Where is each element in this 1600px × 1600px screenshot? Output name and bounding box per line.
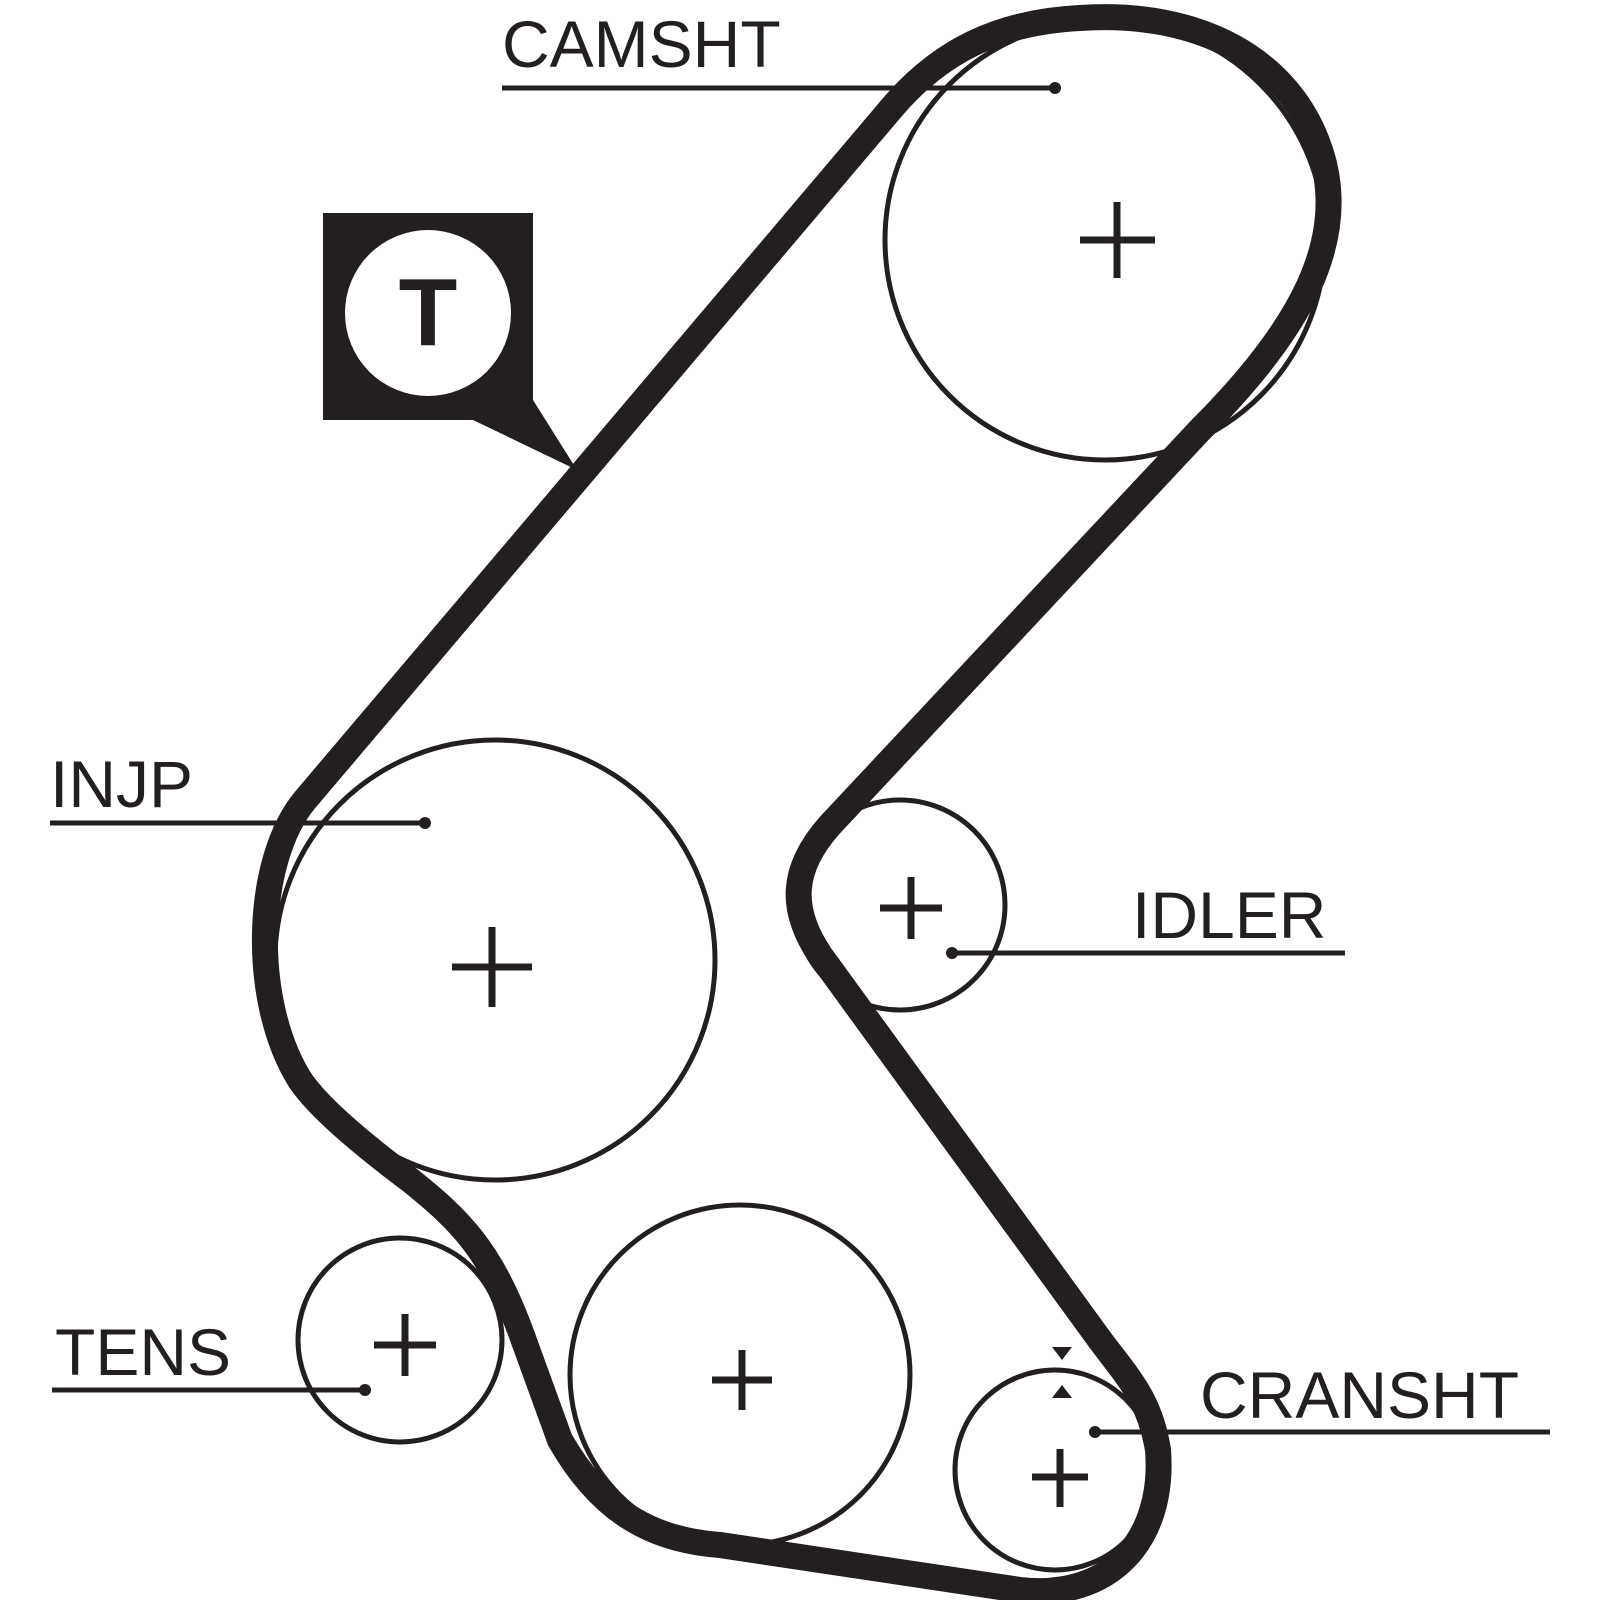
injection-pump-pulley	[272, 737, 718, 1183]
timing-belt-badge-icon: T	[323, 213, 577, 470]
camshaft-leader-line	[502, 82, 1061, 94]
crankshaft-label: CRANSHT	[1200, 1358, 1519, 1432]
camshaft-pulley	[882, 17, 1328, 463]
injection-pump-label: INJP	[50, 747, 193, 821]
idler-center-cross-icon	[880, 877, 942, 939]
water-pump-center-cross-icon	[712, 1350, 772, 1410]
tensioner-leader-line	[52, 1384, 371, 1396]
camshaft-label: CAMSHT	[502, 7, 781, 81]
crankshaft-timing-mark-icon	[1052, 1347, 1072, 1398]
timing-belt	[252, 4, 1342, 1600]
idler-label: IDLER	[1132, 878, 1326, 952]
tensioner-label: TENS	[55, 1315, 231, 1389]
idler-leader-line	[946, 947, 1345, 959]
tensioner-pulley	[295, 1235, 505, 1445]
water-pump-pulley	[567, 1202, 913, 1548]
crankshaft-leader-line	[1089, 1426, 1550, 1438]
injection-pump-center-cross-icon	[452, 927, 532, 1007]
camshaft-center-cross-icon	[1080, 202, 1155, 278]
tensioner-center-cross-icon	[374, 1314, 436, 1376]
crankshaft-center-cross-icon	[1032, 1449, 1088, 1507]
idler-pulley	[792, 797, 1008, 1013]
injection-pump-leader-line	[50, 817, 431, 829]
crankshaft-pulley	[952, 1367, 1158, 1573]
badge-letter: T	[399, 259, 458, 366]
